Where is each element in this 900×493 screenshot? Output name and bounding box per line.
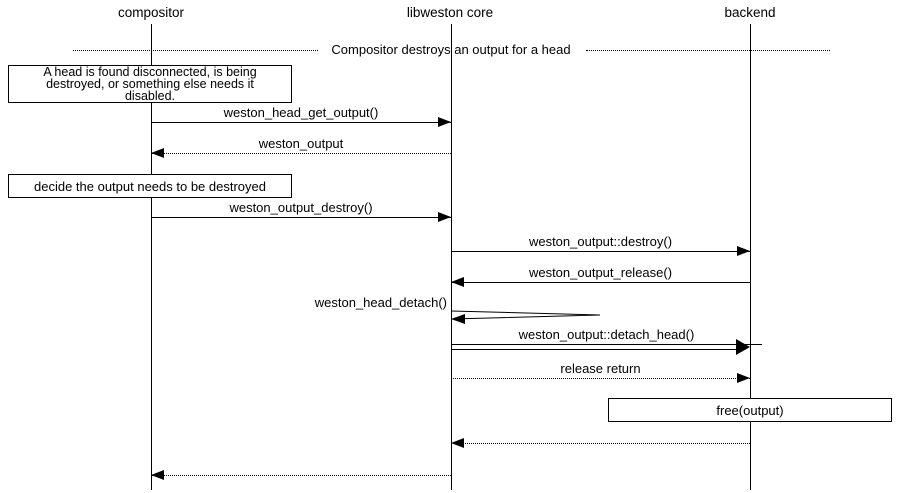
note-head-disconnected: A head is found disconnected, is being d… xyxy=(8,65,292,103)
msg-backend-return-line xyxy=(451,443,750,444)
note-head-disconnected-line-3: disabled. xyxy=(124,89,176,103)
arrowhead-right-icon xyxy=(737,246,750,256)
arrowhead-right-icon xyxy=(737,373,750,383)
msg-weston-output-destroy-vfunc-label: weston_output::destroy() xyxy=(528,234,673,249)
msg-weston-output-release-line xyxy=(451,282,750,283)
self-call-loop-icon xyxy=(451,310,601,324)
msg-weston-output-destroy-line xyxy=(151,217,451,218)
note-free-output: free(output) xyxy=(608,398,892,422)
arrowhead-left-icon xyxy=(451,277,464,287)
msg-weston-output-release-label: weston_output_release() xyxy=(528,265,673,280)
msg-weston-head-detach-label: weston_head_detach() xyxy=(314,295,447,310)
note-free-output-text: free(output) xyxy=(716,402,784,418)
msg-weston-output-return-line xyxy=(151,153,451,154)
arrowhead-right-icon xyxy=(736,339,750,355)
msg-core-return-line xyxy=(151,475,451,476)
arrowhead-left-icon xyxy=(151,148,164,158)
divider-label: Compositor destroys an output for a head xyxy=(331,42,571,57)
note-decide-destroy: decide the output needs to be destroyed xyxy=(8,174,292,198)
arrowhead-right-icon xyxy=(438,212,451,222)
note-head-disconnected-line-1: A head is found disconnected, is being xyxy=(43,65,257,79)
divider-line-right xyxy=(586,50,830,51)
arrowhead-left-icon xyxy=(151,470,164,480)
actor-label-libweston-core: libweston core xyxy=(406,5,494,20)
arrowhead-left-icon xyxy=(451,438,464,448)
msg-weston-head-get-output-label: weston_head_get_output() xyxy=(223,105,379,120)
arrowhead-right-icon xyxy=(438,117,451,127)
lifeline-compositor xyxy=(151,24,152,490)
msg-weston-output-destroy-vfunc-line xyxy=(451,251,750,252)
actor-label-backend: backend xyxy=(724,5,776,20)
msg-weston-head-get-output-line xyxy=(151,122,451,123)
msg-release-return-line xyxy=(451,378,750,379)
msg-release-return-label: release return xyxy=(560,361,641,376)
lifeline-libweston-core xyxy=(451,24,452,490)
msg-weston-output-detach-head-line xyxy=(451,349,738,350)
lifeline-backend xyxy=(750,24,751,490)
divider-line-left xyxy=(73,50,318,51)
note-decide-destroy-text: decide the output needs to be destroyed xyxy=(33,178,266,194)
note-head-disconnected-line-2: destroyed, or something else needs it xyxy=(46,77,254,91)
msg-weston-output-detach-head-label: weston_output::detach_head() xyxy=(451,327,762,345)
msg-weston-output-return-label: weston_output xyxy=(258,136,344,151)
msg-weston-output-destroy-label: weston_output_destroy() xyxy=(229,200,373,215)
actor-label-compositor: compositor xyxy=(117,5,185,20)
